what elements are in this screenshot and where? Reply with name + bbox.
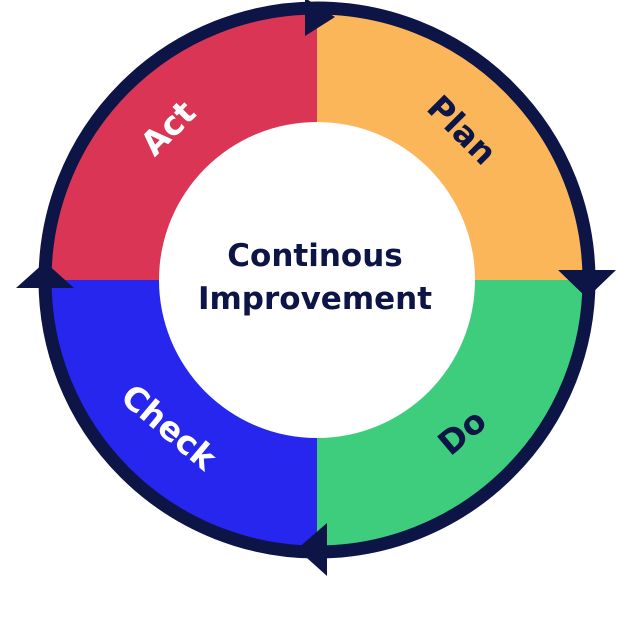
- arrow-top-icon: [305, 0, 335, 36]
- arrow-left-icon: [16, 262, 74, 288]
- center-title-line1: Continous: [227, 238, 402, 274]
- center-circle: [159, 122, 475, 438]
- center-title-line2: Improvement: [198, 281, 432, 317]
- arrow-bottom-icon: [297, 523, 327, 576]
- arrow-right-icon: [558, 270, 616, 298]
